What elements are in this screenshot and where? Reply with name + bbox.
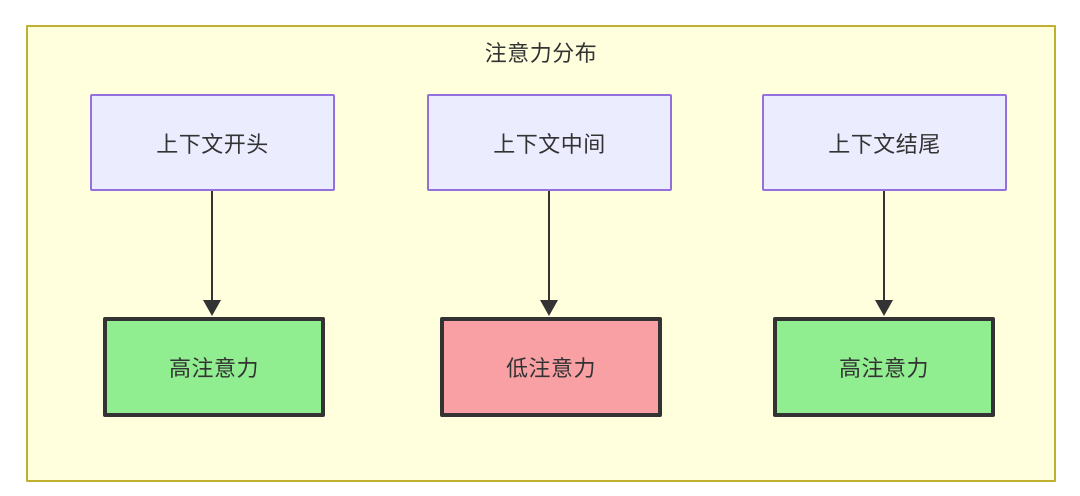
node-attention-high-end[interactable]: 高注意力 [773, 317, 995, 417]
node-ctx-middle[interactable]: 上下文中间 [427, 94, 672, 191]
node-attention-high-start[interactable]: 高注意力 [103, 317, 325, 417]
subgraph-title: 注意力分布 [484, 41, 598, 66]
node-ctx-end[interactable]: 上下文结尾 [762, 94, 1007, 191]
node-ctx-start[interactable]: 上下文开头 [90, 94, 335, 191]
node-attention-low-middle[interactable]: 低注意力 [440, 317, 662, 417]
